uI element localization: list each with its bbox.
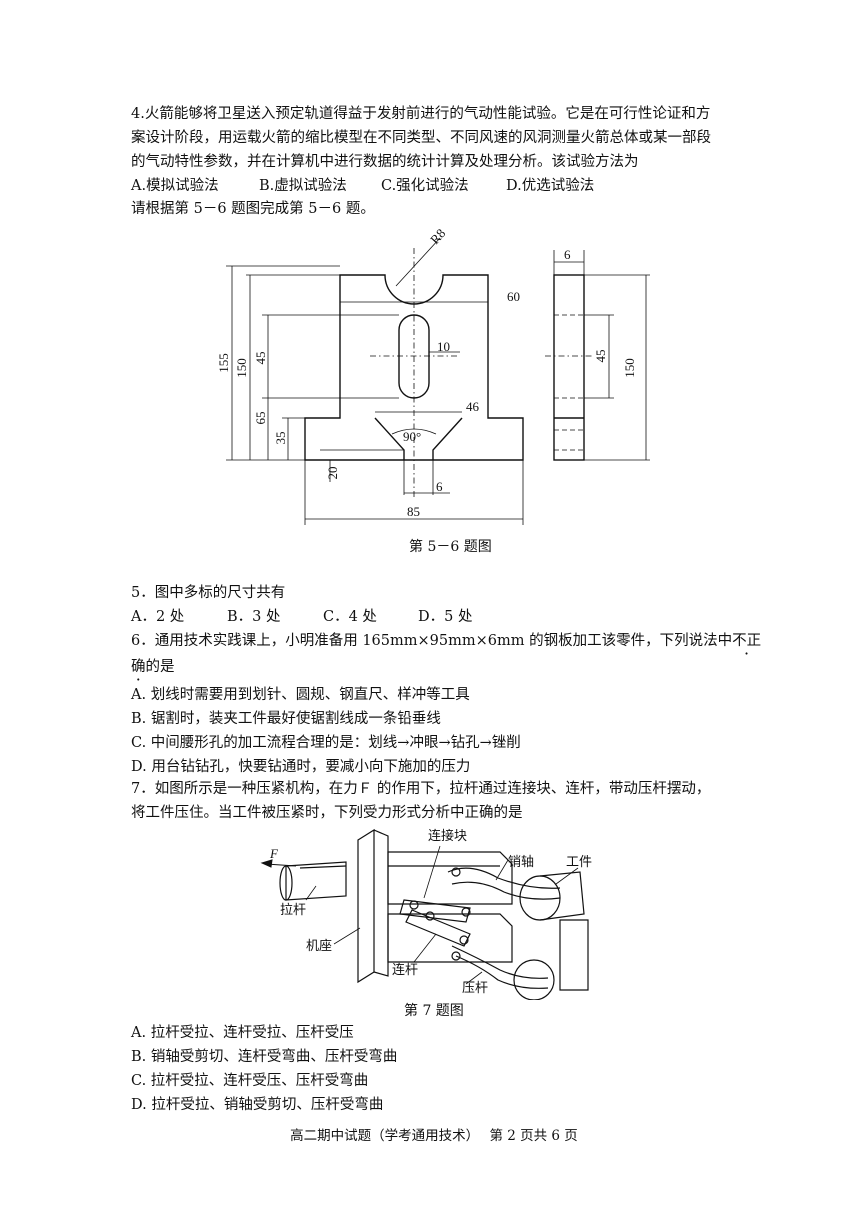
q4-option-a: A.模拟试验法 xyxy=(131,178,219,194)
q5-option-a: A．2 处 xyxy=(131,609,185,625)
q4-option-c: C.强化试验法 xyxy=(381,178,469,194)
dim-35: 35 xyxy=(273,432,288,445)
dim-6-side: 6 xyxy=(564,247,571,262)
q56-intro: 请根据第 5－6 题图完成第 5－6 题。 xyxy=(131,201,375,217)
label-force: F xyxy=(269,846,279,861)
dim-150-side: 150 xyxy=(622,358,637,378)
q4-line-1: 4.火箭能够将卫星送入预定轨道得益于发射前进行的气动性能试验。它是在可行性论证和… xyxy=(131,106,711,122)
q4-line-2: 案设计阶段，用运载火箭的缩比模型在不同类型、不同风速的风洞测量火箭总体或某一部段 xyxy=(131,130,711,146)
dim-65: 65 xyxy=(253,412,268,425)
q7-figure-caption: 第 7 题图 xyxy=(404,1003,464,1019)
label-link: 连杆 xyxy=(392,962,418,977)
q56-figure-caption: 第 5－6 题图 xyxy=(409,539,492,555)
q5-option-d: D．5 处 xyxy=(418,609,473,625)
q6-line-1: 6．通用技术实践课上，小明准备用 165mm×95mm×6mm 的钢板加工该零件… xyxy=(131,631,761,651)
label-pull-rod: 拉杆 xyxy=(280,902,306,917)
footer-title: 高二期中试题（学考通用技术） xyxy=(290,1128,480,1144)
label-base: 机座 xyxy=(306,938,332,953)
q6-emphasis-2: 确 xyxy=(131,657,146,677)
label-press-rod: 压杆 xyxy=(462,980,488,995)
dim-r8: R8 xyxy=(427,226,448,247)
q7-option-a: A. 拉杆受拉、连杆受拉、压杆受压 xyxy=(131,1025,354,1041)
q7-line-2: 将工件压住。当工件被压紧时，下列受力形式分析中正确的是 xyxy=(131,805,523,821)
dim-45-front: 45 xyxy=(253,352,268,365)
q7-option-b: B. 销轴受剪切、连杆受弯曲、压杆受弯曲 xyxy=(131,1049,398,1065)
q4-option-b: B.虚拟试验法 xyxy=(259,178,347,194)
q4-line-3: 的气动特性参数，并在计算机中进行数据的统计计算及处理分析。该试验方法为 xyxy=(131,154,639,170)
q6-emphasis-1: 不正 xyxy=(732,631,761,651)
dim-46: 46 xyxy=(466,399,480,414)
q6-option-c: C. 中间腰形孔的加工流程合理的是：划线→冲眼→钻孔→锉削 xyxy=(131,735,521,751)
q5-option-c: C．4 处 xyxy=(323,609,377,625)
dim-45-side: 45 xyxy=(593,350,608,363)
q7-option-c: C. 拉杆受拉、连杆受压、压杆受弯曲 xyxy=(131,1073,369,1089)
q56-drawing: R8 60 10 45 155 150 65 35 46 90° 20 6 85… xyxy=(216,226,650,525)
label-connector: 连接块 xyxy=(428,828,467,843)
q7-line-1: 7．如图所示是一种压紧机构，在力Ｆ 的作用下，拉杆通过连接块、连杆，带动压杆摆动… xyxy=(131,781,711,797)
dim-20: 20 xyxy=(325,467,340,480)
footer-page-number: 第 2 页共 6 页 xyxy=(489,1128,578,1144)
q7-mechanism-figure: F 拉杆 连接块 销轴 工件 机座 连杆 压杆 xyxy=(260,828,592,1000)
q5-stem: 5．图中多标的尺寸共有 xyxy=(131,585,286,601)
q7-option-d: D. 拉杆受拉、销轴受剪切、压杆受弯曲 xyxy=(131,1097,384,1113)
q6-line-2: 确的是 xyxy=(131,657,175,677)
q6-option-b: B. 锯割时，装夹工件最好使锯割线成一条铅垂线 xyxy=(131,711,441,727)
dim-150-front: 150 xyxy=(234,358,249,378)
label-workpiece: 工件 xyxy=(566,854,592,869)
q6-option-a: A. 划线时需要用到划针、圆规、钢直尺、样冲等工具 xyxy=(131,687,470,703)
dim-10: 10 xyxy=(437,339,450,354)
q6-stem-text-2: 的是 xyxy=(145,659,175,675)
page-footer: 高二期中试题（学考通用技术） 第 2 页共 6 页 xyxy=(0,1124,868,1144)
dim-6-slot: 6 xyxy=(436,479,443,494)
dim-155: 155 xyxy=(216,353,231,373)
dim-85: 85 xyxy=(407,504,420,519)
q6-stem-text-1: 6．通用技术实践课上，小明准备用 165mm×95mm×6mm 的钢板加工该零件… xyxy=(131,633,733,649)
q6-option-d: D. 用台钻钻孔，快要钻通时，要减小向下施加的压力 xyxy=(131,759,471,775)
label-pin: 销轴 xyxy=(508,854,534,869)
q4-option-d: D.优选试验法 xyxy=(506,178,595,194)
q5-option-b: B．3 处 xyxy=(227,609,281,625)
dim-60: 60 xyxy=(507,289,520,304)
dim-90-deg: 90° xyxy=(403,429,421,444)
